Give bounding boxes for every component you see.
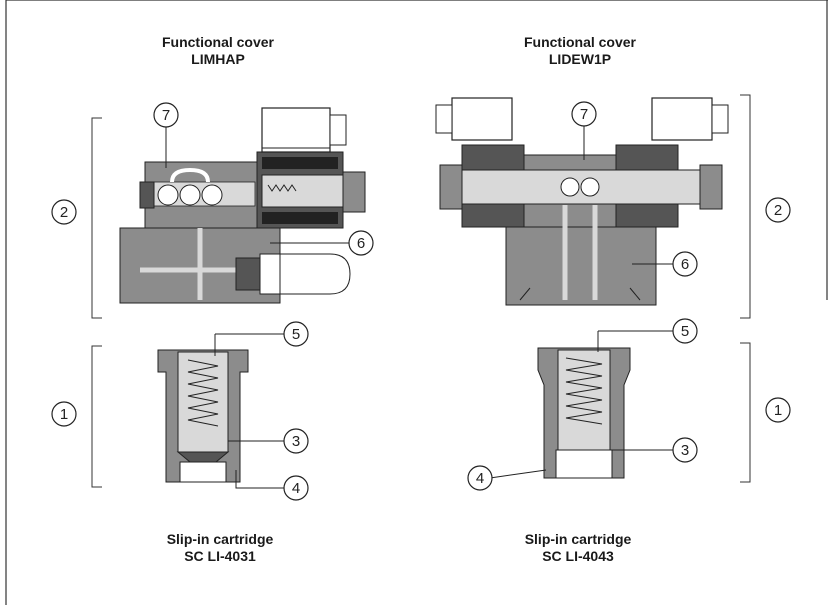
sc-li-4031-title-line1: Slip-in cartridge bbox=[166, 531, 274, 547]
limhap-inner-plug bbox=[235, 257, 261, 291]
limhap-callout-6-label: 6 bbox=[357, 235, 365, 252]
lidew1p-callout-6-circle bbox=[672, 251, 698, 277]
sc-li-4031-title: Slip-in cartridge SC LI-4031 bbox=[140, 531, 300, 565]
cartridge-4043-spring bbox=[565, 357, 603, 425]
lidew1p-title-line1: Functional cover bbox=[523, 34, 637, 50]
right-callout-4-leader bbox=[489, 469, 547, 479]
lidew1p-title: Functional cover LIDEW1P bbox=[500, 34, 660, 68]
limhap-title: Functional cover LIMHAP bbox=[138, 34, 298, 68]
right-callout-2-label: 2 bbox=[774, 202, 782, 219]
lidew1p-left-gland bbox=[435, 104, 453, 134]
lidew1p-callout-6-label: 6 bbox=[681, 256, 689, 273]
limhap-connector-gland bbox=[329, 114, 347, 146]
lidew1p-cover: 7 6 2 bbox=[435, 94, 791, 319]
sc-li-4031-cartridge: 5 3 4 1 bbox=[51, 321, 309, 501]
lidew1p-right-nut bbox=[699, 164, 723, 210]
limhap-title-line2: LIMHAP bbox=[191, 51, 245, 67]
lidew1p-right-gland bbox=[711, 104, 729, 134]
lidew1p-left-nut bbox=[439, 164, 463, 210]
limhap-pressure-cap bbox=[259, 253, 351, 295]
lidew1p-body-chamfers bbox=[519, 287, 641, 301]
limhap-coil-bottom bbox=[262, 212, 338, 224]
lidew1p-callout-7-label: 7 bbox=[580, 106, 588, 123]
left-callout-3-label: 3 bbox=[292, 433, 300, 450]
left-callout-1-label: 1 bbox=[60, 406, 68, 423]
limhap-channel-arc bbox=[170, 167, 210, 183]
cartridge-4031-spring bbox=[187, 359, 219, 427]
bracket-1-left bbox=[91, 345, 102, 488]
lidew1p-left-connector bbox=[451, 97, 513, 141]
sc-li-4043-cartridge: 5 3 4 1 bbox=[467, 318, 791, 491]
limhap-title-line1: Functional cover bbox=[161, 34, 275, 50]
bracket-2-left bbox=[91, 117, 102, 319]
left-callout-4-label: 4 bbox=[292, 480, 300, 497]
left-callout-2-circle bbox=[51, 199, 77, 225]
cartridge-4031-poppet bbox=[177, 351, 229, 453]
right-callout-1-circle bbox=[765, 397, 791, 423]
lidew1p-right-connector bbox=[651, 97, 713, 141]
limhap-ball-1 bbox=[157, 184, 179, 206]
sc-li-4043-title: Slip-in cartridge SC LI-4043 bbox=[498, 531, 658, 565]
right-callout-2-circle bbox=[765, 197, 791, 223]
right-callout-5-label: 5 bbox=[681, 323, 689, 340]
sc-li-4031-title-line2: SC LI-4031 bbox=[184, 548, 256, 564]
sc-li-4043-title-line2: SC LI-4043 bbox=[542, 548, 614, 564]
left-callout-4-circle bbox=[283, 475, 309, 501]
limhap-armature bbox=[261, 174, 353, 208]
limhap-callout-7-label: 7 bbox=[162, 107, 170, 124]
lidew1p-ball-2 bbox=[580, 177, 600, 197]
limhap-callout-6-circle bbox=[348, 230, 374, 256]
left-callout-2-label: 2 bbox=[60, 204, 68, 221]
sc-li-4043-title-line1: Slip-in cartridge bbox=[524, 531, 632, 547]
cartridge-4043-poppet bbox=[557, 349, 611, 451]
left-callout-5-circle bbox=[283, 321, 309, 347]
lidew1p-main-body bbox=[505, 226, 657, 306]
limhap-ball-2 bbox=[179, 184, 201, 206]
limhap-end-nut bbox=[342, 171, 366, 213]
left-callout-1-circle bbox=[51, 401, 77, 427]
limhap-armature-spring bbox=[267, 184, 297, 192]
left-callout-4-leader bbox=[235, 470, 284, 489]
right-callout-1-label: 1 bbox=[774, 402, 782, 419]
bracket-2-right bbox=[740, 94, 751, 319]
lidew1p-title-line2: LIDEW1P bbox=[548, 51, 612, 67]
right-callout-4-circle bbox=[467, 465, 493, 491]
right-callout-3-circle bbox=[672, 437, 698, 463]
limhap-left-plug bbox=[139, 181, 155, 209]
cartridge-4031-port bbox=[179, 461, 227, 483]
limhap-cover: 7 6 2 bbox=[51, 102, 374, 319]
left-callout-5-label: 5 bbox=[292, 326, 300, 343]
bracket-1-right bbox=[740, 342, 751, 483]
right-callout-5-circle bbox=[672, 318, 698, 344]
left-callout-3-circle bbox=[283, 428, 309, 454]
right-callout-4-label: 4 bbox=[476, 470, 484, 487]
limhap-ball-3 bbox=[201, 184, 223, 206]
limhap-electrical-connector bbox=[261, 107, 331, 153]
right-callout-3-label: 3 bbox=[681, 442, 689, 459]
lidew1p-body-channels bbox=[562, 205, 598, 300]
cartridge-4043-port bbox=[555, 449, 613, 479]
limhap-coil-top bbox=[262, 157, 338, 169]
lidew1p-ball-1 bbox=[560, 177, 580, 197]
